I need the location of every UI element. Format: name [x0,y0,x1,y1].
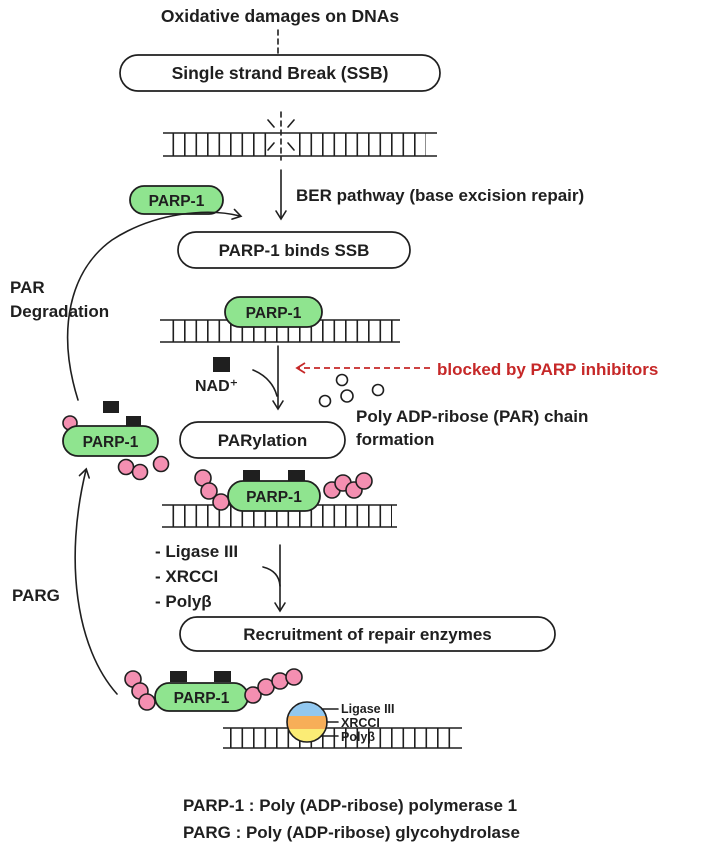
recruitment-node-label: Recruitment of repair enzymes [243,625,491,644]
parylation-node-label: PARylation [218,431,307,450]
footer-legend-parg: PARG : Poly (ADP-ribose) glycohydrolase [183,823,520,842]
parp1-pill-free-label: PARP-1 [149,193,205,210]
parylated-parp1-left: PARP-1 [62,401,170,481]
enzyme-list-connector [262,566,281,587]
repair-enzyme-item-xrcci: - XRCCI [155,567,218,586]
nad-label: NAD⁺ [195,378,238,395]
parylation-node-box [179,421,346,459]
parp1-pill-bound-label: PARP-1 [246,305,302,322]
parp1-pill-bound [224,296,323,328]
parp1-pill-free [129,185,224,215]
svg-text:PARP-1: PARP-1 [83,434,139,451]
svg-text:PARP-1: PARP-1 [174,690,230,707]
enzyme-complex-label-xrcci: XRCCI [341,716,380,730]
dna-ladder-repaired [223,727,462,749]
parylated-parp1-on-dna: PARP-1 [194,469,373,512]
page-title: Oxidative damages on DNAs [161,6,400,26]
nad-square-icon [213,357,230,372]
parg-label: PARG [12,586,60,605]
par-degradation-label-2: Degradation [10,302,109,321]
svg-text:PARP-1: PARP-1 [246,489,302,506]
par-monomer-circles [318,373,385,408]
par-degradation-arrow [66,208,243,401]
par-chain-label-1: Poly ADP-ribose (PAR) chain [356,407,588,426]
nad-connector [252,369,278,397]
enzyme-complex-label-polyb: Polyβ [341,730,375,744]
repair-enzyme-item-polyb: - Polyβ [155,592,212,611]
ber-pathway-label: BER pathway (base excision repair) [296,186,584,205]
dna-ladder-broken [163,111,437,161]
par-chain-label-2: formation [356,430,434,449]
parylated-parp1-bottom: PARP-1 [124,668,303,712]
binds-ssb-node-label: PARP-1 binds SSB [219,241,370,260]
parg-arrow [74,467,118,695]
recruitment-node-box [179,616,556,652]
ssb-node-label: Single strand Break (SSB) [172,63,389,83]
parp-inhibitor-label: blocked by PARP inhibitors [437,360,658,379]
enzyme-complex: Ligase III XRCCI Polyβ [286,701,395,744]
footer-legend-parp1: PARP-1 : Poly (ADP-ribose) polymerase 1 [183,796,517,815]
repair-enzyme-item-ligase: - Ligase III [155,542,238,561]
ssb-break-mark [267,111,295,161]
ssb-node-box [119,54,441,92]
par-degradation-label-1: PAR [10,278,45,297]
binds-ssb-node-box [177,231,411,269]
enzyme-complex-label-ligase: Ligase III [341,702,395,716]
xrcci-band [287,716,327,729]
